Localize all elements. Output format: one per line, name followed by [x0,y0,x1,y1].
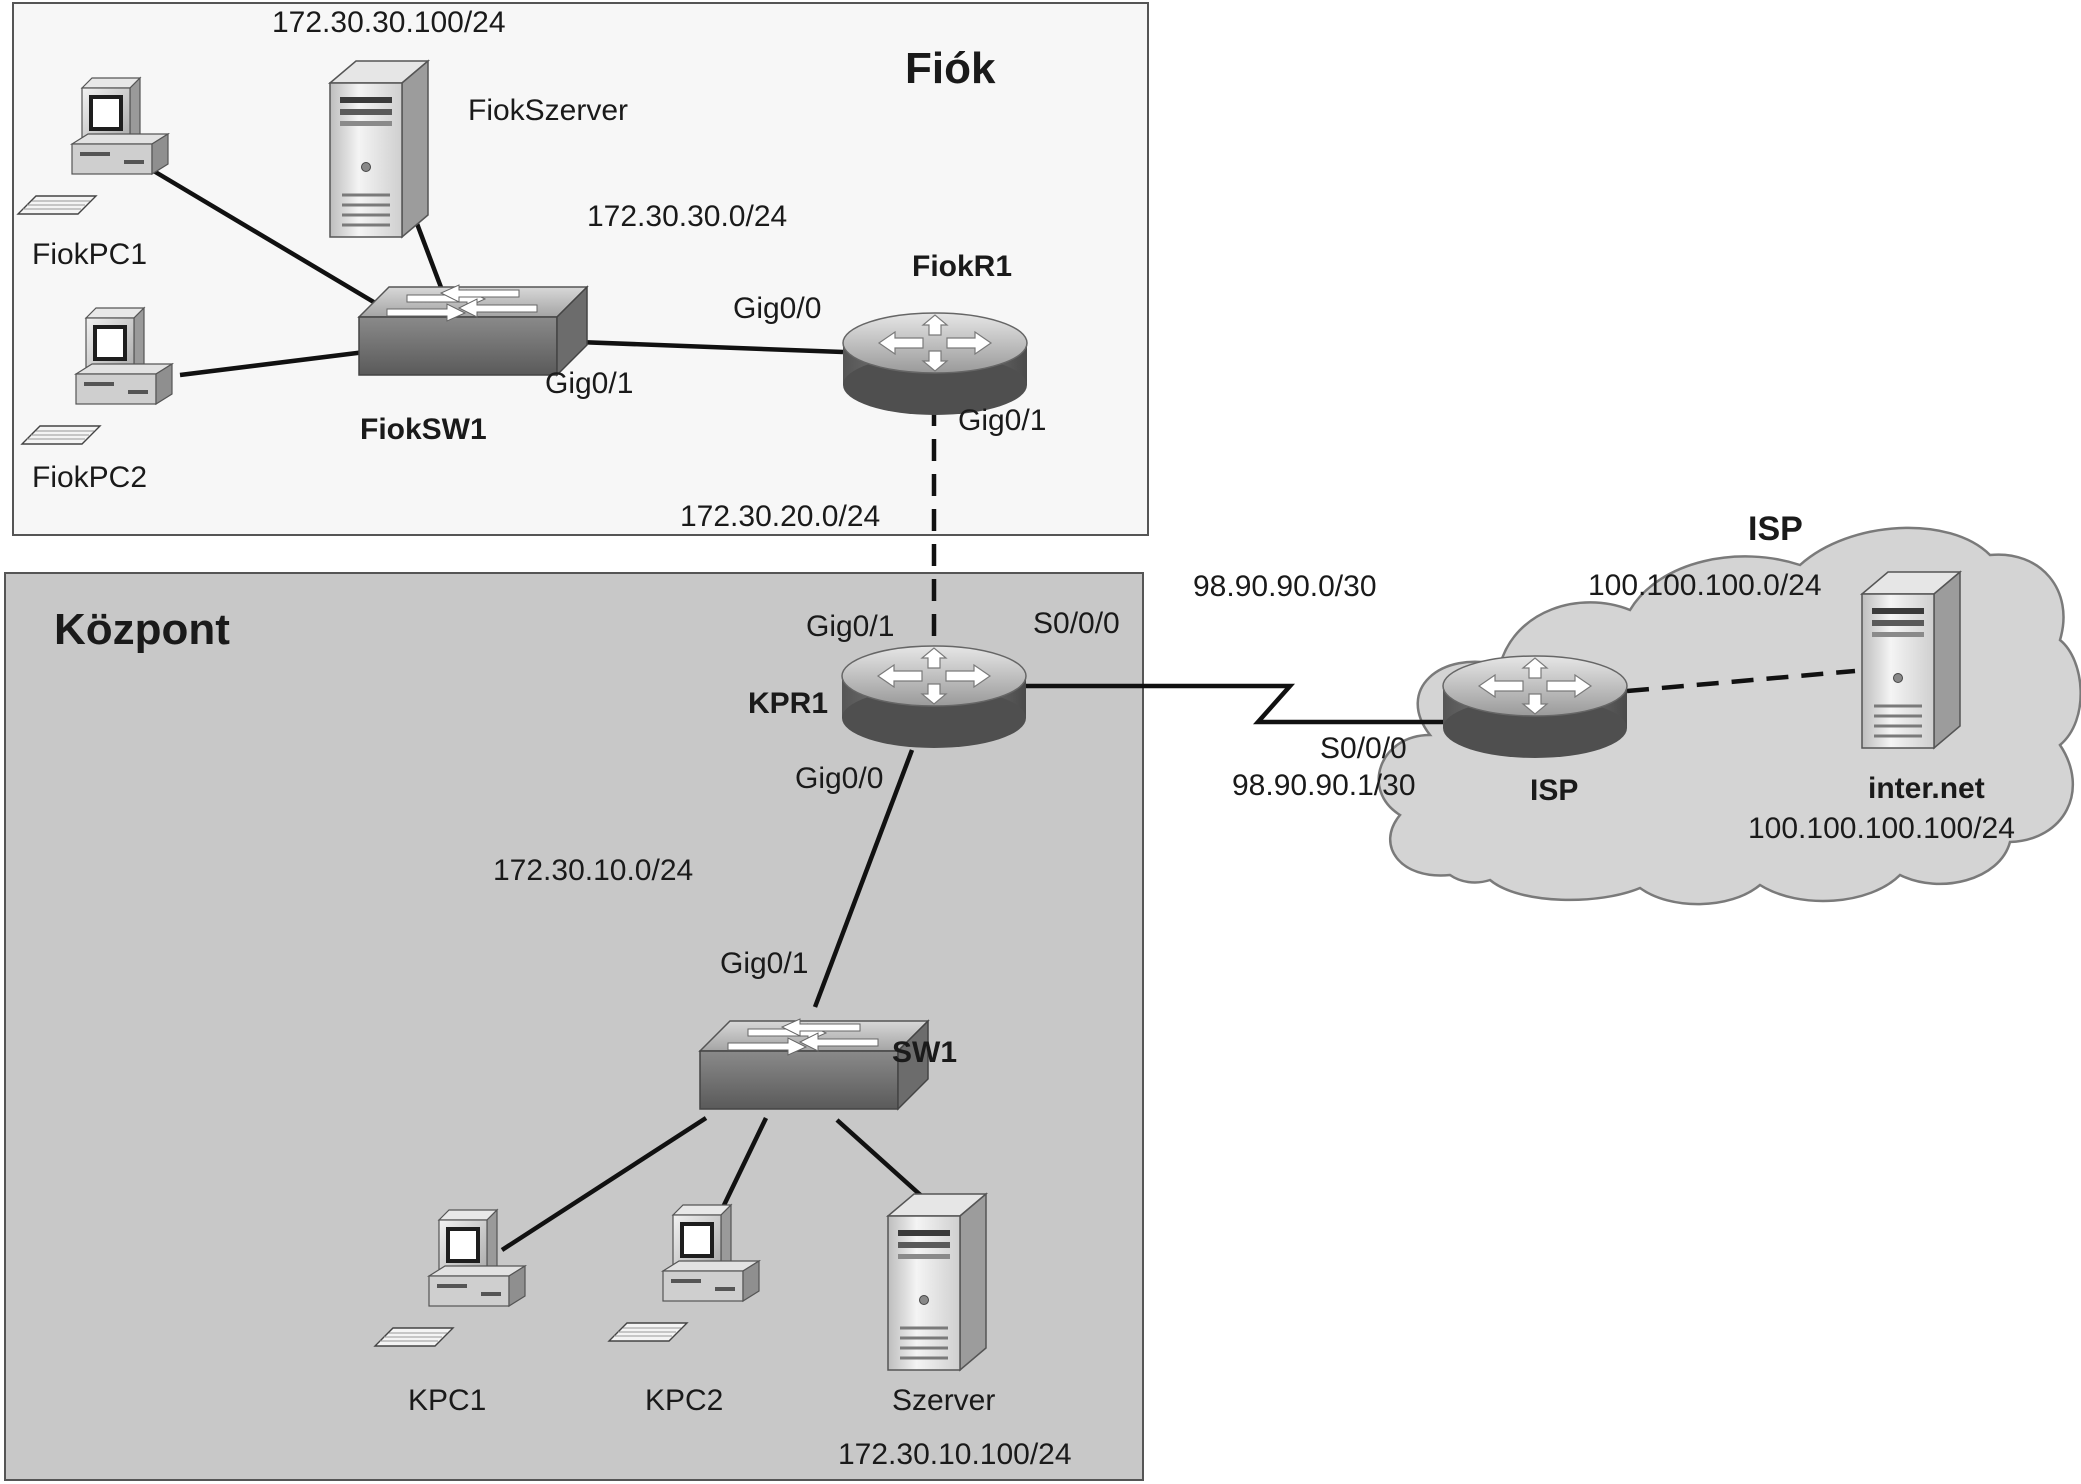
link-kpr1-sw1 [812,749,915,1008]
szerver-ip-label: 172.30.10.100/24 [838,1438,1072,1471]
szerver-label: Szerver [892,1384,995,1417]
link-fiokpc2-fioksw1 [179,349,366,378]
kpr1-label: KPR1 [748,687,828,720]
isp-s000-ip-label: 98.90.90.1/30 [1232,769,1416,802]
fiokpc1-label: FiokPC1 [32,238,147,271]
internet-server-icon[interactable] [1860,570,1962,750]
isp-s000-label: S0/0/0 [1320,732,1407,765]
link-sw1-kpc1 [500,1116,708,1252]
isp-router-icon[interactable] [1442,655,1628,759]
branch-zone [12,2,1149,536]
branch-zone-title: Fiók [905,44,996,93]
fioksw1-label: FiokSW1 [360,413,487,446]
internet-server-label: inter.net [1868,772,1985,805]
link-fiokszerver-fioksw1 [410,212,448,299]
fiokr1-gig00-label: Gig0/0 [733,292,821,325]
fioksw1-icon[interactable] [358,284,588,376]
kpc2-label: KPC2 [645,1384,723,1417]
szerver-icon[interactable] [886,1192,988,1372]
fioksw1-gig01-label: Gig0/1 [545,367,633,400]
sw1-label: SW1 [892,1036,957,1069]
kpc1-label: KPC1 [408,1384,486,1417]
sw1-gig01-label: Gig0/1 [720,947,808,980]
kpr1-s000-label: S0/0/0 [1033,607,1120,640]
kpr1-icon[interactable] [841,645,1027,749]
fiokpc2-label: FiokPC2 [32,461,147,494]
fiokszerver-ip-label: 172.30.30.100/24 [272,6,506,39]
branch-hq-link-label: 172.30.20.0/24 [680,500,880,533]
link-kpr1-isp-serial [1025,683,1470,725]
hq-lan-label: 172.30.10.0/24 [493,854,693,887]
branch-lan-label: 172.30.30.0/24 [587,200,787,233]
fiokszerver-icon[interactable] [328,59,430,239]
isp-zone-title: ISP [1748,510,1803,548]
kpr1-gig00-label: Gig0/0 [795,762,883,795]
link-isp-internet [1626,668,1856,694]
link-sw1-szerver [835,1118,928,1202]
links [145,165,1856,1252]
isp-lan-label: 100.100.100.0/24 [1588,569,1822,602]
wan-label: 98.90.90.0/30 [1193,570,1377,603]
hq-zone-title: Központ [54,605,230,654]
fiokr1-gig01-label: Gig0/1 [958,404,1046,437]
fiokr1-label: FiokR1 [912,250,1012,283]
kpr1-gig01-label: Gig0/1 [806,610,894,643]
link-fiokpc1-fioksw1 [145,165,384,309]
isp-router-label: ISP [1530,774,1578,807]
fiokszerver-label: FiokSzerver [468,94,628,127]
internet-server-ip-label: 100.100.100.100/24 [1748,812,2015,845]
fiokr1-icon[interactable] [842,312,1028,416]
